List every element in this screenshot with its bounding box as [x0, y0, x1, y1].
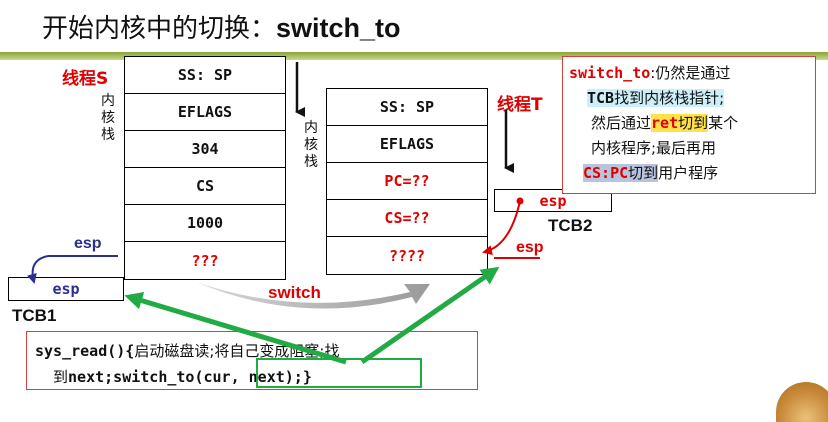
note-code-tcb: TCB	[587, 89, 615, 107]
stack-t-cell-cs: CS=??	[327, 200, 487, 237]
code-line1-a: sys_read(){	[35, 342, 135, 360]
green-arrow-to-tcb1	[124, 291, 347, 365]
tcb2-esp-arrow	[482, 200, 521, 256]
thread-t-label: 线程T	[497, 95, 543, 115]
stack-t-cell-unknown: ????	[388, 246, 426, 265]
tcb2-label: TCB2	[548, 216, 593, 235]
tcb1-esp-arrow	[27, 255, 49, 284]
note-line5-b: 用户程序	[658, 164, 719, 182]
note-line1-text: :仍然是通过	[650, 64, 731, 82]
title-divider	[0, 52, 828, 60]
page-title: 开始内核中的切换：switch_to	[42, 8, 401, 45]
note-code-ret: ret	[651, 114, 679, 132]
note-code-cs-pc: CS:PC	[583, 164, 629, 182]
stack-s-cell-eflags: EFLAGS	[125, 94, 285, 131]
tcb1-esp-field: esp	[8, 277, 124, 301]
tcb2-esp-label: esp	[516, 239, 544, 256]
tcb1-label: TCB1	[12, 306, 57, 325]
note-line3-a: 然后通过	[591, 114, 652, 132]
code-line2-b: next;switch_to(cur, next);}	[68, 368, 312, 386]
thread-s-kernel-stack: SS: SP EFLAGS 304 CS 1000 ???	[124, 56, 286, 280]
stack-t-cell-eflags: EFLAGS	[327, 126, 487, 163]
thread-t-kernel-stack: SS: SP EFLAGS PC=?? CS=?? ????	[326, 88, 488, 275]
diagram-arrows	[27, 62, 540, 365]
note-code-switch-to: switch_to	[569, 64, 651, 82]
note-line3-b: 切到	[678, 114, 709, 132]
sys-read-code-box: sys_read(){启动磁盘读;将自己变成阻塞;找 到next;switch_…	[26, 331, 478, 390]
stack-s-cell-1000: 1000	[125, 205, 285, 242]
thread-t-stack-label: 内 核 栈	[304, 120, 318, 170]
stack-s-cell-304: 304	[125, 131, 285, 168]
tcb1-esp-label: esp	[74, 235, 102, 252]
note-line4: 内核程序;最后再用	[591, 139, 717, 157]
switch-label: switch	[268, 283, 321, 302]
stack-t-cell-pc: PC=??	[327, 163, 487, 200]
note-line3-c: 某个	[708, 114, 739, 132]
code-line2-a: 到	[53, 368, 69, 386]
page-title-prefix: 开始内核中的切换：	[42, 14, 277, 44]
tcb2-esp-field: esp	[494, 189, 612, 212]
note-line5-a: 切到	[628, 164, 659, 182]
stack-t-cell-ss-sp: SS: SP	[327, 89, 487, 126]
stack-s-cell-cs: CS	[125, 168, 285, 205]
switch-gray-arrow	[196, 282, 430, 309]
stack-s-cell-unknown: ???	[191, 251, 219, 270]
page-title-code: switch_to	[276, 13, 401, 43]
green-arrow-to-stack-t	[360, 266, 500, 365]
note-line2-text: 找到内核栈指针;	[614, 89, 725, 107]
switch-to-note: switch_to:仍然是通过 TCB找到内核栈指针; 然后通过ret切到某个 …	[562, 56, 816, 194]
stack-s-cell-ss-sp: SS: SP	[125, 57, 285, 94]
thread-s-stack-label: 内 核 栈	[101, 93, 115, 143]
thread-s-label: 线程S	[62, 69, 109, 89]
